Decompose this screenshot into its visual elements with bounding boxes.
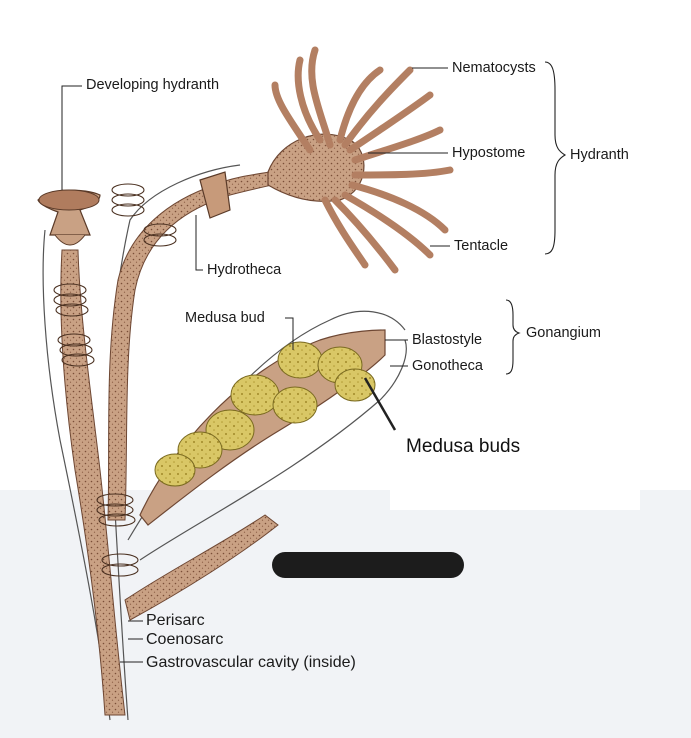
label-coenosarc: Coenosarc bbox=[146, 631, 224, 648]
label-hydrotheca: Hydrotheca bbox=[207, 262, 282, 278]
developing-hydranth bbox=[37, 189, 101, 246]
gonangium-brace bbox=[505, 299, 521, 375]
label-gonangium: Gonangium bbox=[526, 325, 601, 341]
medusa-bud-cluster bbox=[154, 341, 376, 487]
label-medusa-bud: Medusa bud bbox=[185, 310, 265, 326]
label-gonotheca: Gonotheca bbox=[412, 358, 483, 374]
label-tentacle: Tentacle bbox=[454, 238, 509, 254]
label-hydranth: Hydranth bbox=[570, 147, 629, 163]
label-blastostyle: Blastostyle bbox=[412, 332, 483, 348]
hydranth-brace bbox=[544, 61, 567, 255]
label-hypostome: Hypostome bbox=[452, 145, 526, 161]
leader-lines bbox=[61, 67, 450, 663]
label-medusa-buds: Medusa buds bbox=[406, 436, 521, 457]
annulations bbox=[53, 183, 177, 577]
lower-branch bbox=[124, 514, 279, 621]
tentacles bbox=[271, 46, 454, 274]
label-nematocysts: Nematocysts bbox=[452, 60, 536, 76]
label-developing-hydranth: Developing hydranth bbox=[86, 77, 220, 93]
gonangium-body bbox=[139, 329, 386, 526]
label-backdrop bbox=[390, 400, 640, 510]
hydrotheca-cup bbox=[199, 171, 231, 219]
label-perisarc: Perisarc bbox=[146, 612, 205, 629]
black-marker-redaction bbox=[272, 552, 464, 578]
label-gastrovascular-cavity: Gastrovascular cavity (inside) bbox=[146, 654, 356, 671]
